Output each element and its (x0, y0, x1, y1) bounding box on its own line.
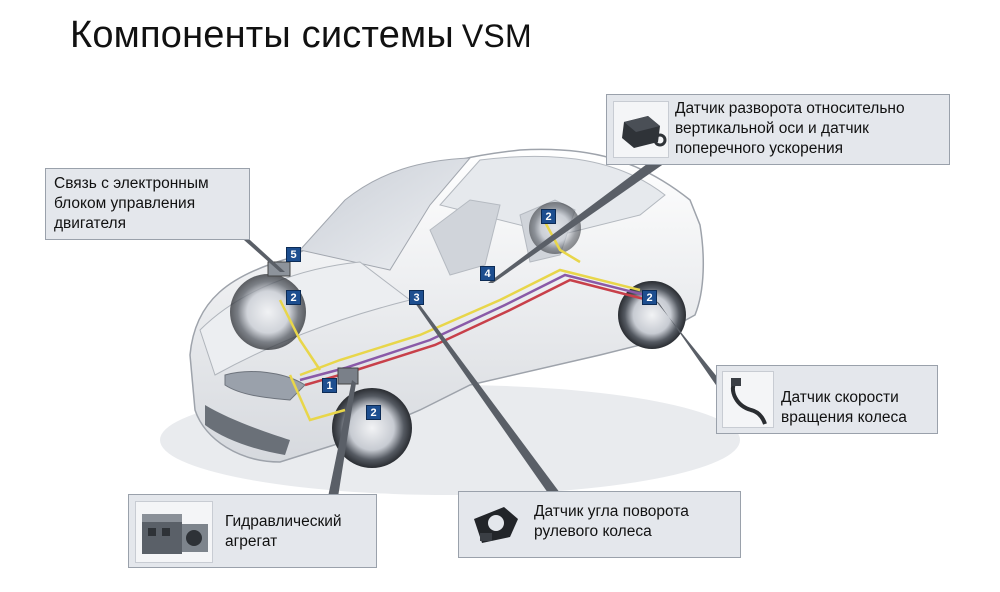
title-main: Компоненты системы (70, 14, 454, 56)
callout-wheel-speed: Датчик скорости вращения колеса (716, 365, 938, 434)
callout-steering-angle-text: Датчик угла поворота рулевого колеса (534, 503, 689, 540)
hydraulic-unit-on-car (337, 367, 359, 385)
callout-hydraulic-text: Гидравлический агрегат (225, 513, 342, 550)
leader-lines (244, 158, 718, 497)
marker-1: 1 (322, 378, 337, 393)
front-left-wheel (230, 274, 306, 350)
marker-5: 5 (286, 247, 301, 262)
rear-right-wheel (618, 281, 686, 349)
callout-engine-ecu-text: Связь с электронным блоком управления дв… (54, 175, 209, 232)
callout-hydraulic: Гидравлический агрегат (128, 494, 377, 568)
callout-wheel-speed-text: Датчик скорости вращения колеса (781, 389, 907, 426)
callout-yaw-sensor: Датчик разворота относительно вертикальн… (606, 94, 950, 165)
marker-4: 4 (480, 266, 495, 281)
grille (205, 405, 290, 455)
marker-3: 3 (409, 290, 424, 305)
hydraulic-unit-icon (135, 501, 213, 563)
title-suffix: VSM (461, 18, 532, 54)
callout-yaw-sensor-text: Датчик разворота относительно вертикальн… (675, 100, 905, 157)
yaw-rate-sensor-icon (613, 101, 669, 158)
marker-2-rear-left: 2 (541, 209, 556, 224)
windshield (299, 157, 472, 271)
marker-2-front-right: 2 (366, 405, 381, 420)
steering-angle-sensor-icon (464, 497, 524, 553)
wheel-speed-sensor-icon (722, 371, 774, 428)
marker-2-rear-right: 2 (642, 290, 657, 305)
marker-2-front-left: 2 (286, 290, 301, 305)
callout-engine-ecu: Связь с электронным блоком управления дв… (45, 168, 250, 240)
callout-steering-angle: Датчик угла поворота рулевого колеса (458, 491, 741, 558)
